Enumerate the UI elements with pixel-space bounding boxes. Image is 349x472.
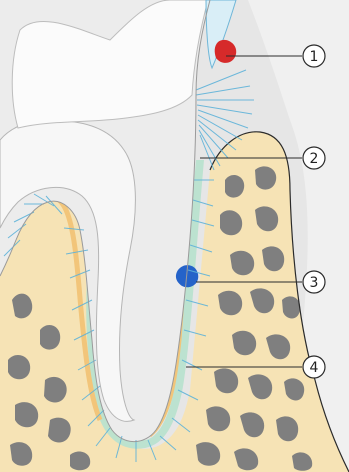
callout-4: 4 (303, 356, 325, 378)
callout-3-label: 3 (310, 275, 319, 291)
callout-3: 3 (303, 271, 325, 293)
callout-1-label: 1 (310, 49, 319, 65)
callout-1: 1 (303, 45, 325, 67)
callout-4-label: 4 (310, 360, 319, 376)
callout-2-label: 2 (310, 151, 319, 167)
callout-2: 2 (303, 147, 325, 169)
